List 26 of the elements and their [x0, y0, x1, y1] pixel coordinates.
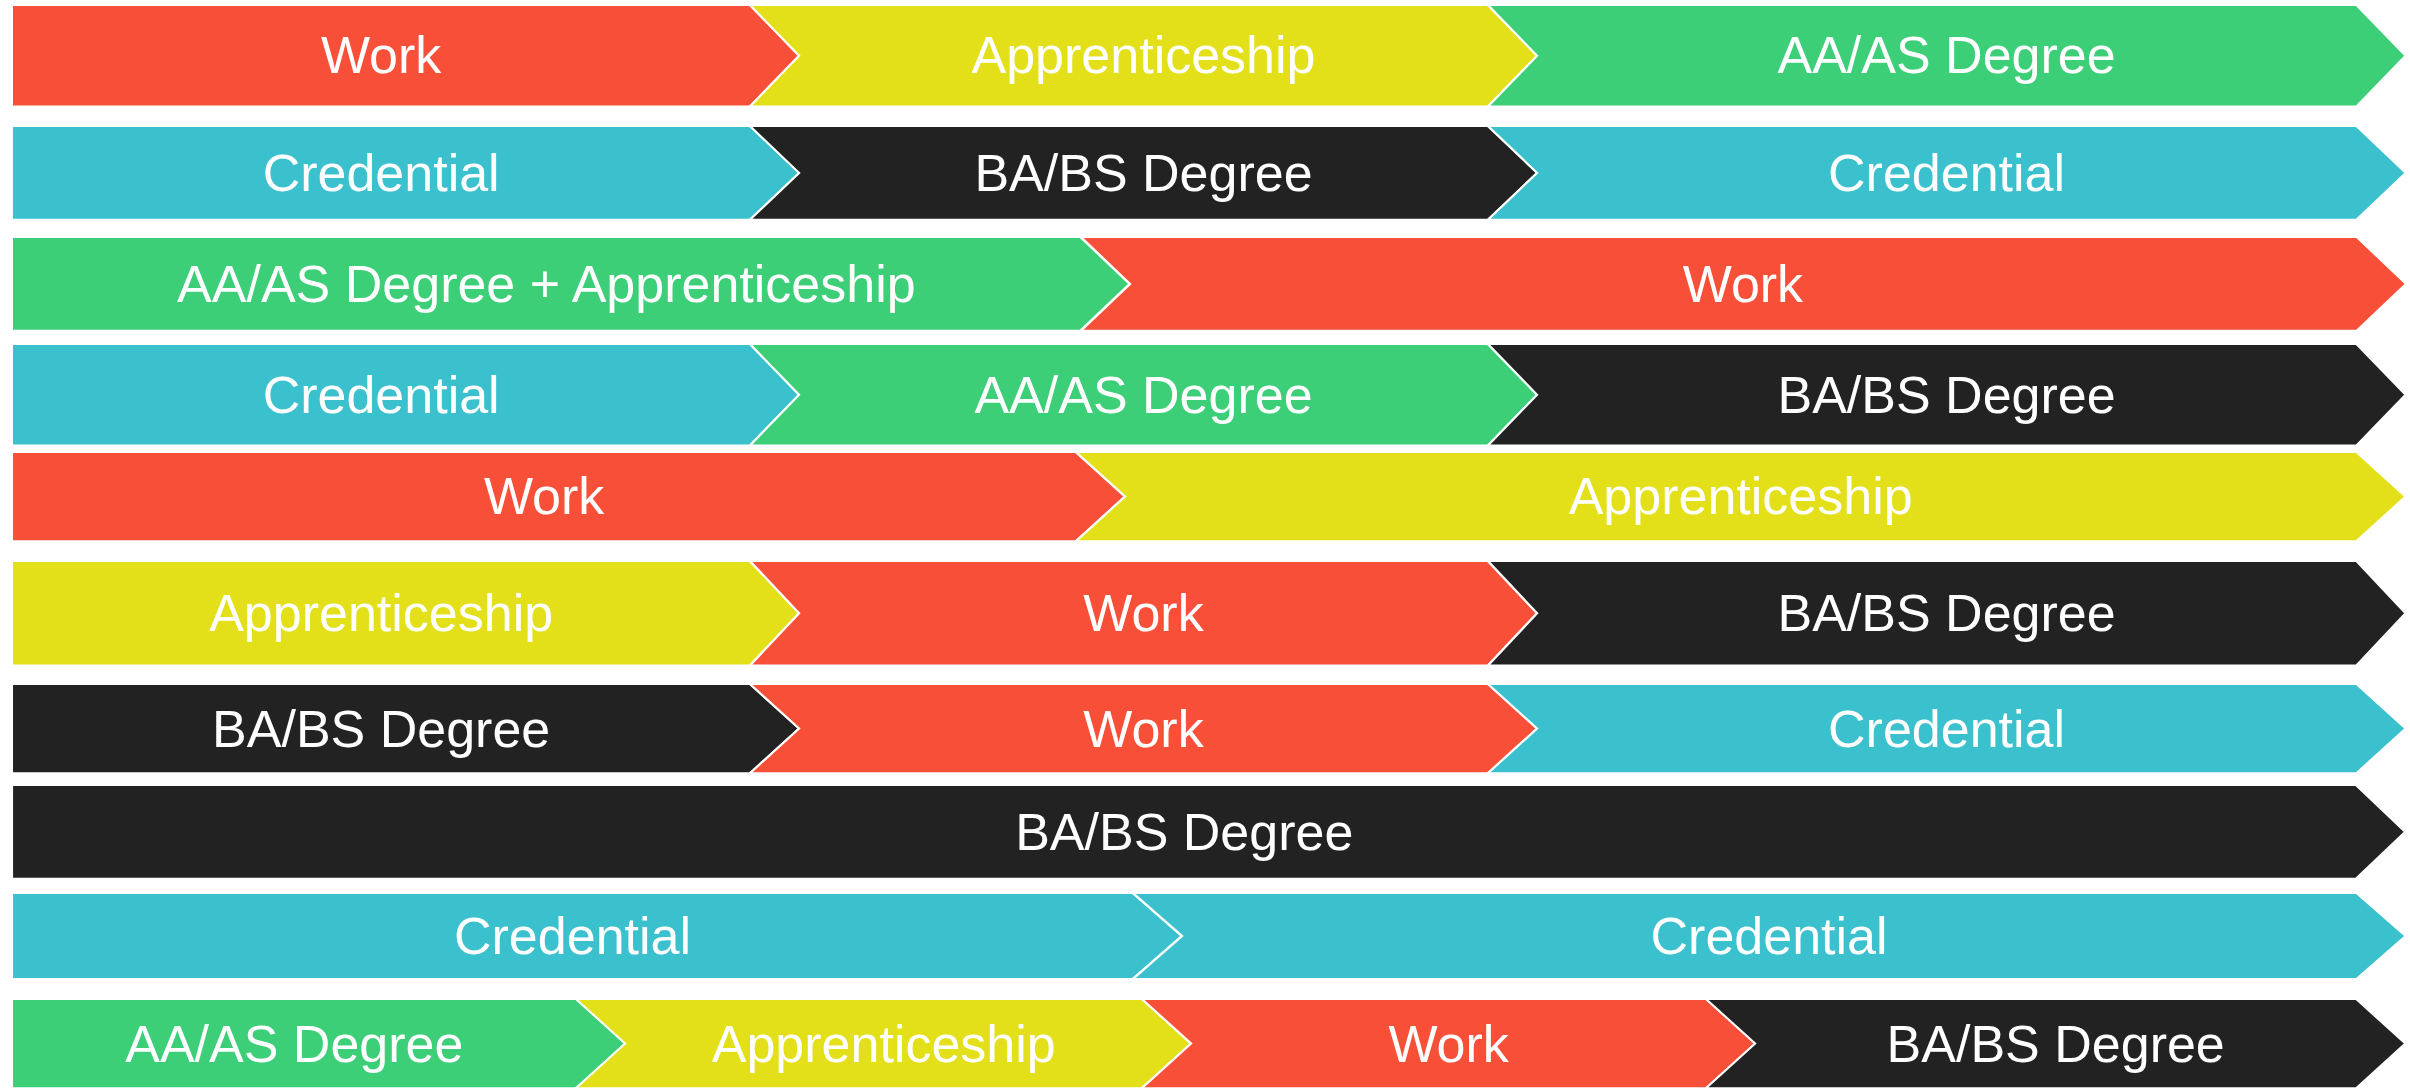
segment-label: BA/BS Degree: [1886, 1013, 2225, 1074]
segment-label: Apprenticeship: [711, 1013, 1056, 1074]
segment-label: BA/BS Degree: [1777, 583, 2116, 644]
segment-label: Work: [1682, 253, 1804, 314]
segment-label: Credential: [454, 906, 692, 966]
segment-label: Credential: [1828, 142, 2066, 203]
segment-label: BA/BS Degree: [1015, 802, 1354, 863]
segment-label: AA/AS Degree: [125, 1013, 464, 1074]
segment-label: BA/BS Degree: [212, 698, 551, 759]
segment-label: AA/AS Degree + Apprenticeship: [177, 253, 916, 314]
segment-label: AA/AS Degree: [974, 365, 1313, 425]
segment-label: Credential: [262, 365, 500, 425]
segment-label: Credential: [1828, 698, 2066, 759]
segment-label: Apprenticeship: [971, 25, 1316, 86]
segment-label: Work: [320, 25, 442, 86]
segment-label: BA/BS Degree: [1777, 365, 2116, 425]
segment-label: Apprenticeship: [1568, 466, 1913, 527]
segment-label: Credential: [1650, 906, 1888, 966]
segment-label: Work: [483, 466, 605, 527]
segment-label: Work: [1388, 1013, 1509, 1074]
segment-label: Credential: [262, 142, 500, 203]
segment-label: Work: [1083, 698, 1204, 759]
segment-label: BA/BS Degree: [974, 142, 1313, 203]
segment-label: Work: [1083, 583, 1204, 644]
segment-label: Apprenticeship: [209, 583, 554, 644]
segment-label: AA/AS Degree: [1777, 25, 2116, 86]
